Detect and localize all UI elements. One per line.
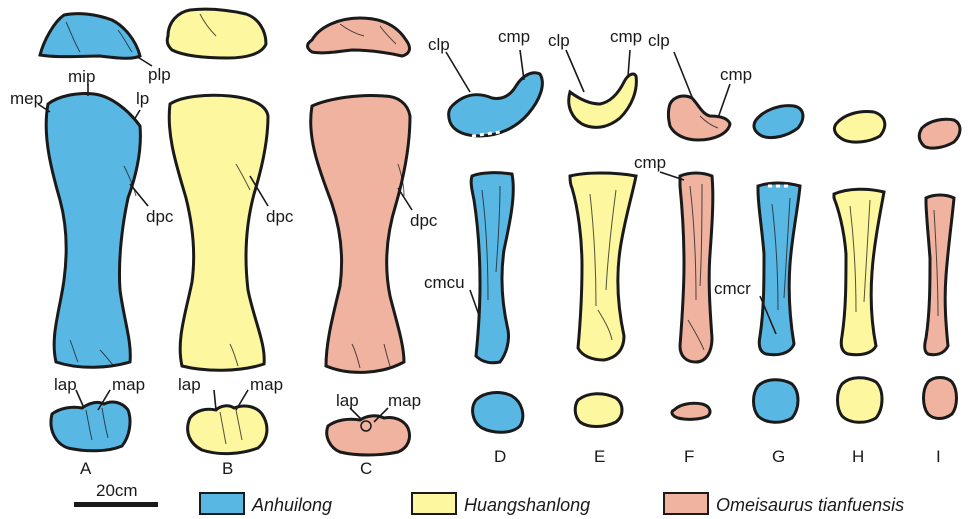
h-anterior-view	[834, 189, 884, 355]
f-proximal-view	[669, 96, 731, 140]
g-proximal-view	[754, 106, 803, 138]
a-proximal-view	[40, 14, 140, 59]
label-cmp-d: cmp	[498, 27, 530, 46]
e-distal-view	[575, 394, 622, 427]
label-plp: plp	[148, 65, 171, 84]
panel-letter-g: G	[772, 447, 785, 466]
label-lap-a: lap	[54, 375, 77, 394]
label-lp: lp	[136, 89, 149, 108]
legend-swatch-omeisaurus	[664, 493, 708, 514]
panel-letter-a: A	[80, 459, 92, 478]
d-distal-view	[473, 393, 523, 433]
scale-bar: 20cm	[74, 481, 158, 507]
panel-f-bone-group	[669, 96, 731, 419]
legend-label-anhuilong: Anhuilong	[251, 495, 332, 515]
d-anterior-view	[471, 173, 513, 363]
label-cmp-f-lower: cmp	[634, 153, 666, 172]
label-dpc-c: dpc	[410, 211, 438, 230]
b-anterior-view	[169, 95, 268, 370]
b-distal-view	[188, 406, 267, 454]
h-proximal-view	[834, 112, 884, 143]
label-cmcu: cmcu	[424, 273, 465, 292]
f-distal-view	[672, 403, 710, 419]
panel-letter-b: B	[222, 459, 233, 478]
legend-label-huangshanlong: Huangshanlong	[464, 495, 590, 515]
label-dpc-a: dpc	[146, 207, 174, 226]
panel-letter-f: F	[684, 447, 694, 466]
label-clp-f: clp	[648, 31, 670, 50]
label-mip: mip	[68, 67, 95, 86]
b-proximal-view	[167, 9, 266, 58]
panel-letter-i: I	[936, 447, 941, 466]
a-anterior-view	[46, 93, 140, 367]
panel-letter-d: D	[494, 447, 506, 466]
panel-letter-h: H	[852, 447, 864, 466]
c-anterior-view	[311, 95, 410, 372]
legend-label-omeisaurus: Omeisaurus tianfuensis	[716, 495, 904, 515]
panel-g-bone-group	[754, 106, 803, 423]
h-distal-view	[838, 378, 883, 423]
label-clp-e: clp	[548, 31, 570, 50]
legend: Anhuilong Huangshanlong Omeisaurus tianf…	[200, 493, 904, 515]
i-anterior-view	[925, 195, 954, 355]
label-dpc-b: dpc	[266, 207, 294, 226]
d-proximal-view	[449, 73, 543, 136]
g-distal-view	[754, 380, 799, 423]
g-anterior-view	[758, 183, 800, 355]
panel-d-bone-group	[449, 73, 543, 433]
label-map-b: map	[250, 375, 283, 394]
label-lap-c: lap	[336, 391, 359, 410]
panel-letter-c: C	[360, 459, 372, 478]
panel-i-bone-group	[919, 119, 960, 418]
a-distal-view	[51, 402, 130, 451]
label-lap-b: lap	[178, 375, 201, 394]
panel-h-bone-group	[834, 112, 885, 423]
label-cmp-e: cmp	[610, 27, 642, 46]
i-proximal-view	[919, 119, 960, 148]
label-cmcr: cmcr	[714, 279, 751, 298]
scale-bar-label: 20cm	[96, 481, 138, 500]
label-clp-d: clp	[428, 35, 450, 54]
panel-c-humerus-group	[308, 18, 411, 455]
panel-e-bone-group	[569, 74, 637, 427]
legend-swatch-huangshanlong	[412, 493, 456, 514]
label-cmp-f: cmp	[720, 65, 752, 84]
c-proximal-view	[308, 18, 410, 56]
panel-letter-e: E	[594, 447, 605, 466]
i-distal-view	[924, 378, 957, 419]
legend-swatch-anhuilong	[200, 493, 244, 514]
scale-bar-line	[74, 502, 158, 507]
label-map-a: map	[112, 375, 145, 394]
label-mep: mep	[10, 89, 43, 108]
e-anterior-view	[570, 173, 636, 360]
label-map-c: map	[388, 391, 421, 410]
